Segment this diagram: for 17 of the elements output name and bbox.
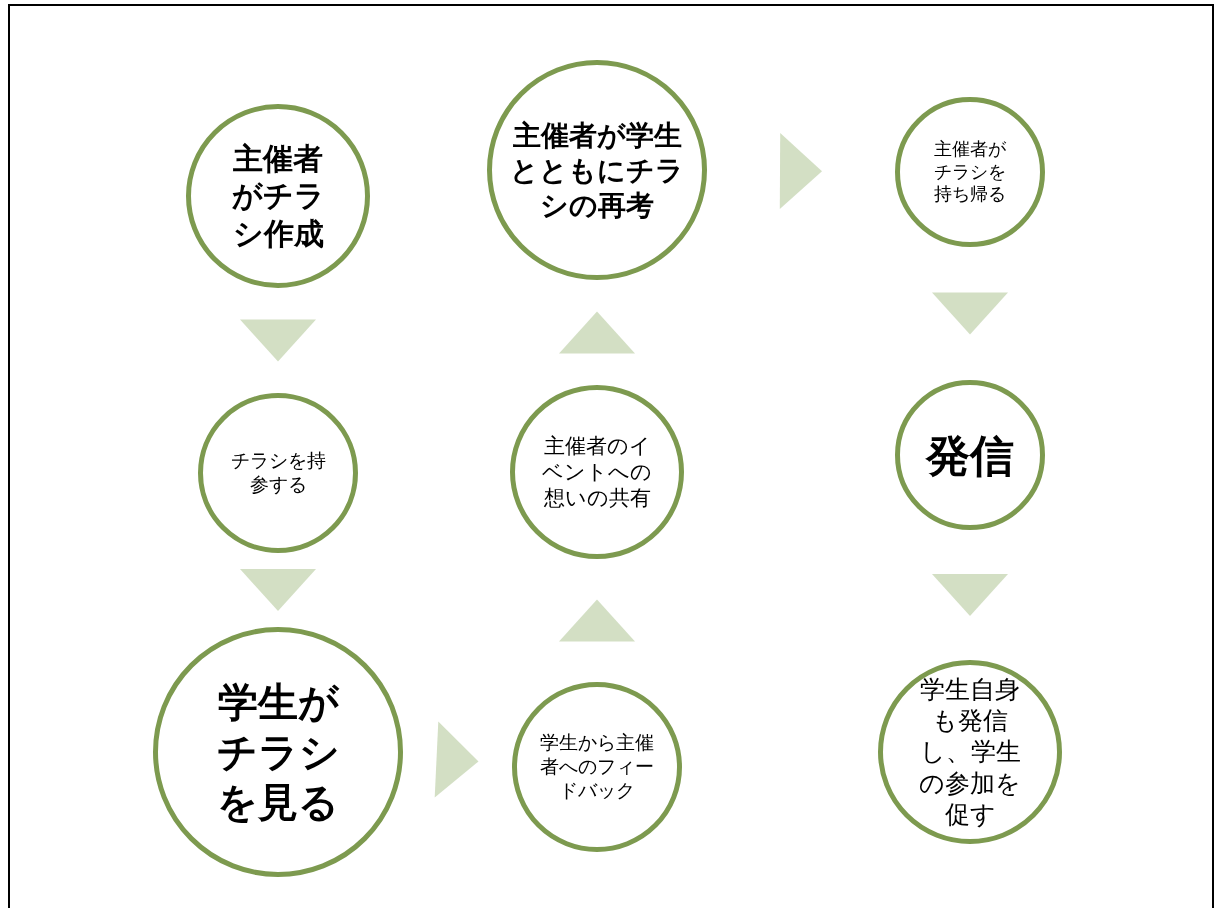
step-text: チラシを持参する: [230, 449, 326, 497]
triangle-arrow: [932, 574, 1008, 616]
triangle-arrow: [240, 319, 316, 362]
triangle-arrow: [240, 569, 316, 611]
step-text: 主催者のイベントへの想いの共有: [541, 432, 653, 512]
step-text: 主催者が学生とともにチラシの再考: [509, 117, 685, 223]
triangle-arrow: [559, 599, 635, 642]
step-text: 主催者がチラシを持ち帰る: [934, 138, 1006, 206]
step-text: 発信: [926, 428, 1014, 483]
triangle-arrow: [932, 292, 1008, 335]
step-text: 学生がチラシを見る: [215, 678, 341, 827]
triangle-arrow: [559, 311, 635, 354]
step-text: 主催者がチラシ作成: [230, 139, 326, 253]
triangle-arrow: [779, 133, 822, 209]
triangle-arrow: [434, 721, 479, 798]
step-text: 学生自身も発信し、学生の参加を促す: [918, 673, 1022, 831]
step-text: 学生から主催者へのフィードバック: [540, 731, 654, 803]
